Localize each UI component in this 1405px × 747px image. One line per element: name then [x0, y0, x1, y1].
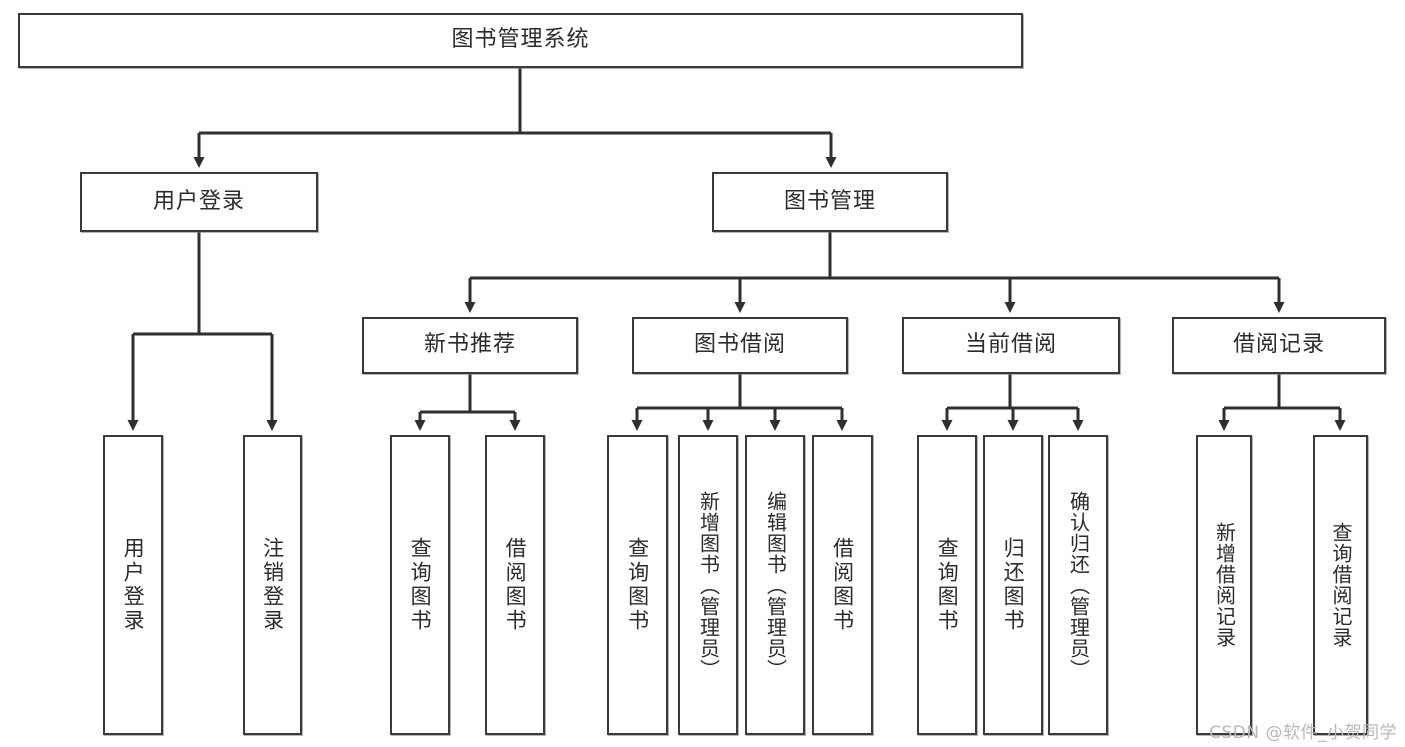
- leaf-confirm-return-admin[interactable]: 确认归还（管理员）: [1048, 435, 1108, 735]
- leaf-query-book-current[interactable]: 查询图书: [917, 435, 977, 735]
- leaf-borrow-book[interactable]: 借阅图书: [812, 435, 873, 735]
- leaf-user-login[interactable]: 用户登录: [103, 435, 163, 735]
- node-user-login[interactable]: 用户登录: [80, 172, 318, 232]
- node-current-borrow[interactable]: 当前借阅: [902, 317, 1120, 374]
- leaf-logout[interactable]: 注销登录: [243, 435, 302, 735]
- leaf-query-book-borrow[interactable]: 查询图书: [607, 435, 668, 735]
- node-new-book-recommend[interactable]: 新书推荐: [362, 317, 578, 374]
- leaf-add-borrow-record[interactable]: 新增借阅记录: [1196, 435, 1252, 735]
- leaf-borrow-book-recommend[interactable]: 借阅图书: [485, 435, 545, 735]
- leaf-add-book-admin[interactable]: 新增图书（管理员）: [678, 435, 738, 735]
- node-book-management[interactable]: 图书管理: [712, 172, 948, 232]
- leaf-query-book-recommend[interactable]: 查询图书: [390, 435, 450, 735]
- leaf-return-book[interactable]: 归还图书: [983, 435, 1043, 735]
- watermark-credit: CSDN @软件_小贺同学: [1209, 723, 1397, 743]
- node-root-system[interactable]: 图书管理系统: [18, 13, 1023, 68]
- node-book-borrow[interactable]: 图书借阅: [632, 317, 848, 374]
- node-borrow-record[interactable]: 借阅记录: [1172, 317, 1386, 374]
- leaf-query-borrow-record[interactable]: 查询借阅记录: [1313, 435, 1368, 735]
- leaf-edit-book-admin[interactable]: 编辑图书（管理员）: [745, 435, 805, 735]
